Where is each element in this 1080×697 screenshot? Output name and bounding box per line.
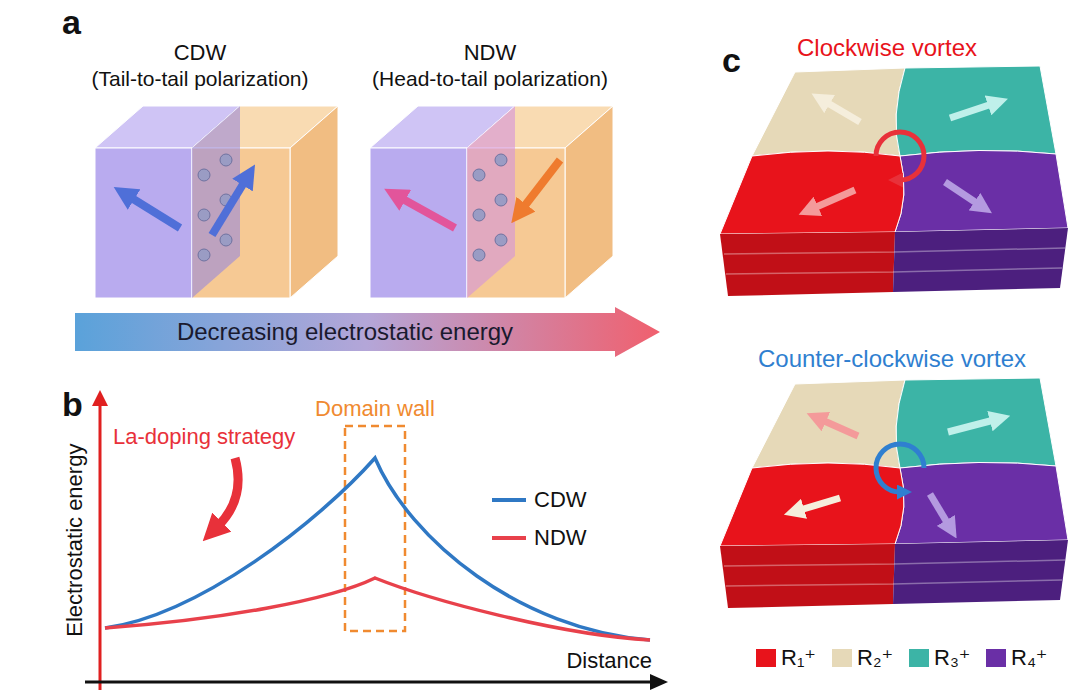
legend-swatch — [986, 649, 1006, 667]
y-axis — [99, 404, 102, 690]
cube-face — [565, 106, 613, 298]
charge — [495, 154, 507, 166]
domain-arrow — [950, 104, 992, 118]
cdw-cube — [95, 106, 338, 298]
charge — [220, 154, 232, 166]
ndw-curve — [105, 578, 650, 640]
clockwise-plate — [720, 66, 1068, 296]
axis-arrowhead — [92, 390, 108, 406]
cube-face — [370, 148, 467, 298]
legend-text: R₁⁺ — [781, 645, 816, 671]
charge — [495, 194, 507, 206]
charge — [198, 169, 210, 181]
charge — [198, 209, 210, 221]
polarization-arrow — [130, 197, 180, 228]
domain-arrow — [800, 498, 840, 510]
charge — [495, 234, 507, 246]
axis-label: Electrostatic energy — [63, 443, 89, 636]
domain-arrow — [930, 494, 948, 524]
charge — [473, 209, 485, 221]
legend-swatch — [832, 649, 852, 667]
arrow-text: Decreasing electrostatic energy — [75, 307, 615, 357]
legend-text: R₄⁺ — [1011, 645, 1047, 671]
cube-face — [290, 106, 338, 298]
cube-face — [95, 148, 192, 298]
counter-clockwise-plate — [720, 378, 1068, 608]
axis-label: Distance — [566, 648, 652, 674]
vortex-arrow — [876, 132, 924, 180]
legend-line — [492, 536, 526, 540]
charge — [220, 234, 232, 246]
vortex-title: Clockwise vortex — [797, 34, 977, 63]
domain-arrow — [948, 420, 994, 432]
polarization-arrow — [401, 198, 455, 228]
wall-plane — [467, 106, 515, 298]
x-axis — [85, 681, 652, 684]
ndw-cube — [370, 106, 613, 298]
legend-line — [492, 498, 526, 502]
doping-arrow — [218, 458, 238, 526]
vortex-arrow — [876, 444, 924, 492]
charge — [198, 249, 210, 261]
gradient-arrow: Decreasing electrostatic energy — [75, 307, 660, 357]
ndw-cube: NDW(Head-to-tail polarization) — [368, 40, 612, 302]
vortex-title: Counter-clockwise vortex — [758, 345, 1026, 374]
cube-title: CDW — [87, 40, 312, 66]
domain-arrow — [814, 190, 855, 208]
legend-swatch — [756, 649, 776, 667]
polarization-arrow — [212, 181, 245, 235]
axis-arrowhead — [650, 674, 668, 690]
legend-text: CDW — [534, 487, 587, 513]
charge-spheres — [473, 154, 507, 261]
polarization-arrow — [523, 160, 560, 208]
charge — [473, 169, 485, 181]
domain-arrow — [945, 182, 978, 204]
legend-text: NDW — [534, 525, 587, 551]
domain-wall-region: Domain wall — [311, 396, 439, 632]
legend-text: R₃⁺ — [934, 645, 970, 671]
cube-title: (Tail-to-tail polarization) — [87, 66, 312, 91]
cdw-curve — [105, 458, 650, 640]
annotation: La-doping strategy — [113, 424, 295, 450]
domain-arrow — [822, 420, 858, 436]
wall-label: Domain wall — [311, 396, 439, 422]
panel-letter: a — [62, 2, 81, 43]
cube-title: (Head-to-tail polarization) — [368, 66, 612, 91]
arrow-band — [75, 307, 660, 357]
panel-letter: c — [722, 40, 741, 81]
panel-letter: b — [62, 384, 83, 425]
legend-swatch — [909, 649, 929, 667]
legend-text: R₂⁺ — [857, 645, 893, 671]
cdw-cube: CDW(Tail-to-tail polarization) — [87, 40, 312, 302]
charge — [473, 249, 485, 261]
cube-title: NDW — [368, 40, 612, 66]
domain-arrow — [826, 102, 860, 122]
